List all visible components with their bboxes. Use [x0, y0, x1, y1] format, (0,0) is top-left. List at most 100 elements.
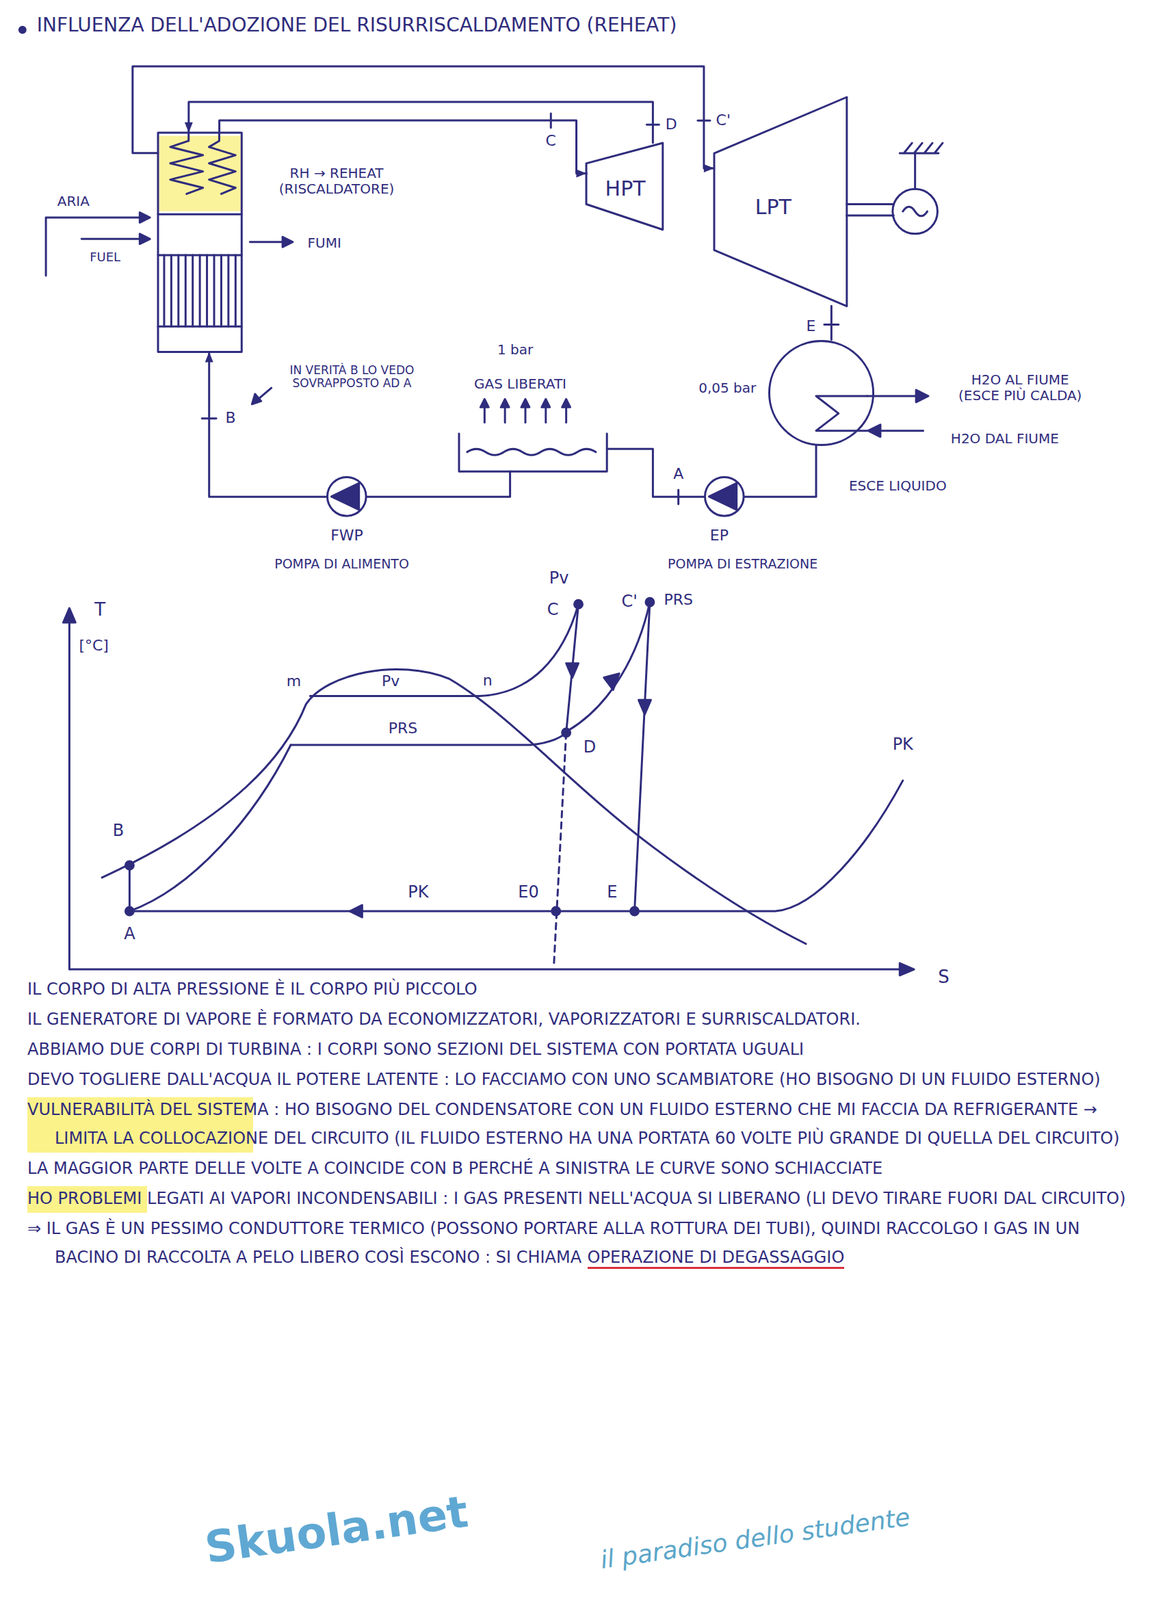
- expansion-line: [634, 601, 650, 912]
- state-label: C': [714, 111, 732, 129]
- pipe-connector: [831, 305, 832, 340]
- outline-svg: [703, 476, 745, 518]
- state-label: B: [223, 409, 237, 427]
- shaft: [846, 204, 895, 216]
- ac-symbol: [902, 206, 928, 216]
- superheater-coil: [209, 132, 237, 194]
- t-axis: [68, 618, 71, 970]
- outline: [768, 340, 873, 445]
- pump-triangle: [708, 483, 737, 511]
- pump-symbol: EPPOMPA DI ESTRAZIONE: [703, 476, 745, 518]
- arrowhead: [604, 673, 620, 691]
- inlet-label: FUEL: [89, 249, 121, 265]
- pipe-line: [830, 305, 833, 340]
- state-point: [562, 728, 571, 737]
- flow-label: H2O AL FIUME (ESCE PIÙ CALDA): [951, 372, 1089, 404]
- arrowhead: [62, 608, 76, 623]
- isobar-label: PRS: [388, 719, 418, 737]
- note-text: IL GENERATORE DI VAPORE È FORMATO DA ECO…: [27, 1009, 861, 1029]
- arrowhead: [703, 164, 715, 173]
- inlet-label: ARIA: [57, 192, 90, 209]
- outline: [459, 433, 607, 472]
- pump-name: POMPA DI ALIMENTO: [274, 556, 410, 572]
- state-point: [574, 599, 583, 609]
- pipe-connector: [744, 446, 817, 498]
- arrowhead: [915, 389, 929, 403]
- outlet-label: FUMI: [307, 234, 342, 251]
- outline-svg: [768, 339, 875, 447]
- arrowhead: [638, 699, 652, 715]
- axis-label: S: [937, 967, 950, 988]
- turbine-hp: HPT: [586, 142, 663, 230]
- dashed-line: [554, 732, 567, 965]
- state-label: C: [544, 132, 558, 150]
- turbine-label: LPT: [755, 194, 792, 219]
- steam-generator: RH → REHEAT (RISCALDATORE): [158, 132, 242, 353]
- cooling-water-in: [876, 429, 923, 432]
- note-paragraph: ⇒ IL GAS È UN PESSIMO CONDUTTORE TERMICO…: [27, 1214, 1143, 1272]
- note-callout: IN VERITÀ B LO VEDO SOVRAPPOSTO AD A: [275, 363, 429, 391]
- arrowhead: [899, 963, 914, 976]
- outline: [704, 477, 744, 517]
- pipe-connector: [606, 448, 704, 497]
- isobar: [129, 780, 903, 912]
- watermark: il paradiso dello studente: [598, 1502, 912, 1575]
- bullet: [19, 26, 26, 33]
- axis-label: T: [94, 599, 106, 621]
- note-text: VULNERABILITÀ DEL SISTEMA : HO BISOGNO D…: [27, 1100, 1120, 1148]
- axis-unit: [°C]: [78, 636, 109, 654]
- turbine-outline: [586, 142, 663, 230]
- pressure-label: 0,05 bar: [698, 379, 756, 396]
- pipe-connector: [219, 120, 587, 178]
- section-line: [158, 214, 242, 327]
- boiler-outline: [158, 132, 242, 353]
- note-paragraph: VULNERABILITÀ DEL SISTEMA : HO BISOGNO D…: [27, 1095, 1143, 1153]
- flue-outlet: [249, 240, 285, 243]
- state-label: E: [805, 318, 818, 336]
- state-point: [125, 861, 134, 870]
- outline: [158, 132, 242, 353]
- note-text: ⇒ IL GAS È UN PESSIMO CONDUTTORE TERMICO…: [27, 1219, 1080, 1267]
- outline: [586, 142, 663, 230]
- pipe-line: [367, 471, 511, 497]
- isobar: [309, 604, 579, 696]
- pipe-line: [219, 120, 587, 174]
- isobar-label: Pv: [549, 569, 570, 589]
- air-inlet: [45, 217, 142, 276]
- state-point: [125, 907, 134, 916]
- arrowhead: [480, 398, 570, 408]
- note-paragraph: HO PROBLEMI LEGATI AI VAPORI INCONDENSAB…: [27, 1184, 1143, 1213]
- state-label: A: [671, 465, 685, 483]
- turbine-lp: LPT: [714, 97, 847, 307]
- note-text: IL CORPO DI ALTA PRESSIONE È IL CORPO PI…: [27, 979, 478, 999]
- notes: IL CORPO DI ALTA PRESSIONE È IL CORPO PI…: [27, 974, 1143, 1274]
- condenser-coil: [816, 396, 868, 431]
- turbine-outline: [714, 97, 847, 307]
- point-label: C: [547, 600, 559, 620]
- pipe-line: [744, 446, 817, 498]
- flow-label: ESCE LIQUIDO: [848, 477, 947, 494]
- burner-hatch: [164, 255, 236, 327]
- turbine-label: HPT: [605, 177, 646, 202]
- condenser-outline: [768, 340, 873, 445]
- tank-outline: [459, 433, 607, 472]
- arrowhead: [566, 663, 579, 678]
- arrowhead: [868, 424, 881, 438]
- state-label: D: [664, 115, 679, 133]
- cooling-water-out: [867, 394, 921, 397]
- point-label: E: [606, 883, 618, 903]
- note-paragraph: IL GENERATORE DI VAPORE È FORMATO DA ECO…: [27, 1004, 1143, 1034]
- pump-name: POMPA DI ESTRAZIONE: [667, 556, 818, 572]
- arrowhead: [349, 905, 362, 918]
- note-paragraph: LA MAGGIOR PARTE DELLE VOLTE A COINCIDE …: [27, 1154, 1143, 1183]
- point-label: n: [482, 671, 493, 689]
- arrowhead: [576, 169, 587, 178]
- reheater-coil: [170, 132, 204, 194]
- reheater-label: RH → REHEAT (RISCALDATORE): [257, 165, 416, 198]
- arrowhead: [282, 236, 293, 247]
- note-paragraph: DEVO TOGLIERE DALL'ACQUA IL POTERE LATEN…: [27, 1065, 1143, 1094]
- outline-svg: [158, 132, 242, 353]
